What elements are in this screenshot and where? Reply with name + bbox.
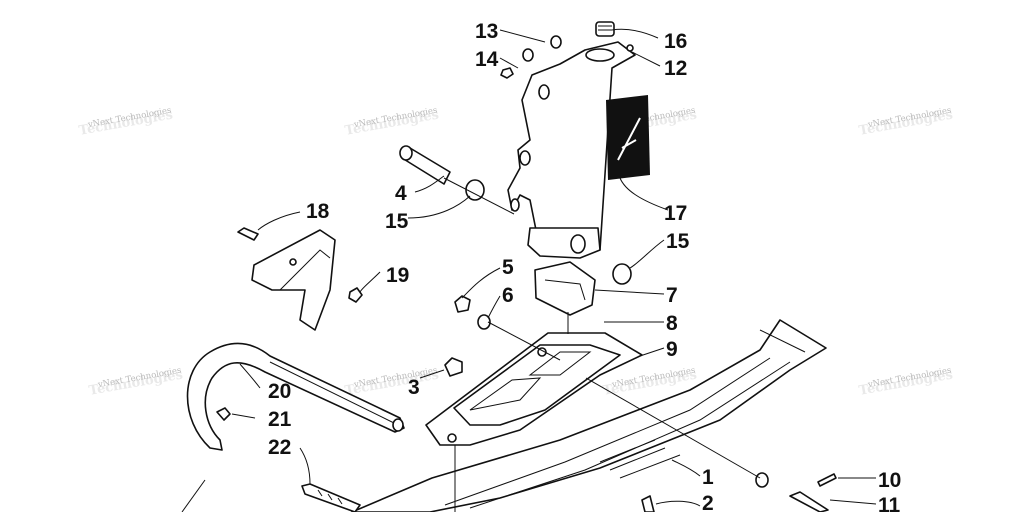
damper-block-part [534,261,596,316]
callout-19: 19 [386,264,409,287]
bolt-part [301,483,361,512]
washer-part [477,314,491,330]
bushing-part [612,263,632,285]
watermark: Technologies vNext Technologies [78,106,174,139]
callout-15: 15 [385,210,409,233]
screw-part [237,227,259,241]
nut-part [348,287,363,303]
callout-4: 4 [395,182,407,205]
rivet-part [216,407,231,421]
bolt-part [789,491,829,512]
ski-part [351,319,827,512]
decal-part [606,95,650,180]
nut-part [444,357,463,377]
callout-18: 18 [306,200,330,223]
washer-part [550,35,562,49]
callout-6: 6 [502,284,514,307]
callout-11: 11 [878,494,901,512]
watermark: Technologies vNext Technologies [344,366,440,399]
callout-14: 14 [475,48,499,71]
pin-part [399,145,451,185]
spindle-part [507,41,636,259]
callout-2: 2 [702,492,714,512]
callout-13: 13 [475,20,498,43]
loop-part [186,342,405,451]
bracket-part [251,229,336,331]
washer-part [755,472,769,488]
assembly-axes [181,177,761,512]
watermark: Technologies vNext Technologies [858,366,954,399]
callout-22: 22 [268,436,291,459]
callout-5: 5 [502,256,514,279]
pin-part [817,473,837,487]
nut-part [500,67,514,79]
callout-1: 1 [702,466,714,489]
callout-3: 3 [408,376,420,399]
saddle-part [425,332,643,446]
leader-lines [231,28,877,507]
nut-part [454,295,471,313]
watermark: Technologies vNext Technologies [858,106,954,139]
callout-8: 8 [666,312,678,335]
callouts: 13 14 16 12 17 4 15 15 18 19 5 6 7 8 9 3… [268,20,901,512]
callout-15-right: 15 [666,230,690,253]
bushing-part [522,48,534,62]
watermark: Technologies vNext Technologies [344,106,440,139]
callout-21: 21 [268,408,292,431]
callout-10: 10 [878,469,901,492]
bushing-part [465,179,485,201]
callout-12: 12 [664,57,687,80]
plug-part [595,21,615,37]
callout-7: 7 [666,284,678,307]
callout-17: 17 [664,202,687,225]
watermark: Technologies vNext Technologies [88,366,184,399]
callout-20: 20 [268,380,291,403]
bolt-part [641,495,655,512]
callout-16: 16 [664,30,687,53]
callout-9: 9 [666,338,678,361]
